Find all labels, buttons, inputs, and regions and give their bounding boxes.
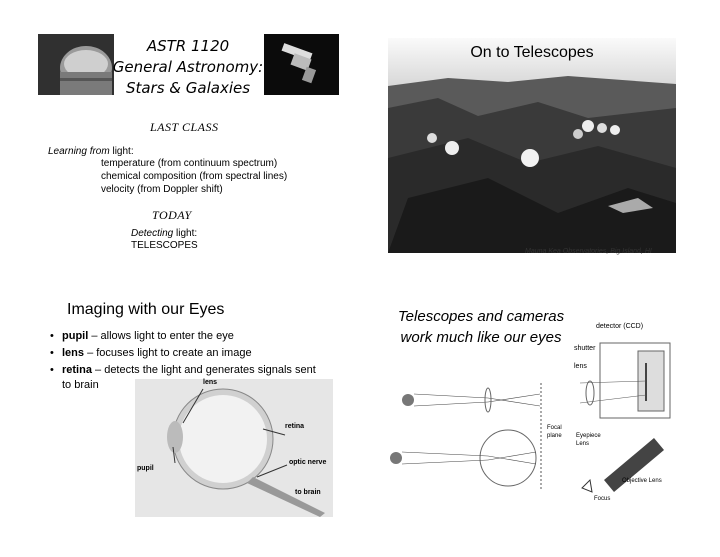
learning-item: chemical composition (from spectral line… — [101, 171, 288, 182]
detecting-line: Detecting light: — [131, 227, 197, 240]
ray-diagrams — [388, 378, 548, 493]
telescope-label-focus: Focus — [594, 496, 611, 502]
camera-label-lens: lens — [574, 363, 587, 370]
slide-1: ASTR 1120 General Astronomy: Stars & Gal… — [0, 0, 360, 278]
slide-title: Telescopes and cameras work much like ou… — [397, 308, 565, 346]
telescope-diagram: Eyepiece Lens Objective Lens Focus — [574, 432, 684, 512]
learning-item: temperature (from continuum spectrum) — [101, 158, 278, 169]
observatory-dome-image — [38, 34, 114, 95]
learning-list: temperature (from continuum spectrum) ch… — [101, 157, 287, 196]
bullet-retina: retina – detects the light and generates… — [48, 363, 318, 393]
mauna-kea-photo — [388, 38, 676, 253]
eye-diagram: lens retina pupil optic nerve to brain — [135, 379, 333, 517]
observatory-photo — [38, 34, 114, 95]
bullet-lens: lens – focuses light to create an image — [48, 346, 318, 361]
learning-item: velocity (from Doppler shift) — [101, 184, 223, 195]
eye-label-lens: lens — [203, 379, 218, 386]
camera-outline — [579, 342, 671, 419]
eye-label-optic-nerve: optic nerve — [289, 459, 327, 466]
eye-cross-section — [167, 388, 325, 517]
camera-label-detector: detector (CCD) — [596, 323, 644, 330]
slide-title: Imaging with our Eyes — [67, 301, 225, 318]
slide-2: On to Telescopes — [388, 38, 676, 253]
camera-label-shutter: shutter — [574, 345, 596, 352]
learning-suffix: light: — [109, 146, 134, 157]
learning-line: Learning from light: — [48, 145, 134, 158]
telescope-label-eyepiece: Eyepiece Lens — [576, 433, 601, 447]
telescopes-label: TELESCOPES — [131, 240, 198, 251]
last-class-heading: LAST CLASS — [150, 120, 219, 134]
slide-title: On to Telescopes — [470, 44, 594, 61]
eye-label-to-brain: to brain — [295, 489, 321, 496]
hubble-photo — [264, 34, 339, 95]
slide-3: Imaging with our Eyes pupil – allows lig… — [0, 278, 360, 557]
hubble-telescope-image — [264, 34, 339, 95]
slide-4: Telescopes and cameras work much like ou… — [360, 278, 720, 557]
detecting-suffix: light: — [173, 228, 198, 239]
refractor-telescope — [581, 438, 664, 493]
camera-diagram: detector (CCD) shutter lens — [570, 323, 680, 428]
eye-label-pupil: pupil — [137, 465, 154, 472]
photo-caption: Mauna Kea Observatories, Big Island, HI — [525, 248, 652, 255]
learning-prefix: Learning from — [48, 146, 110, 157]
eye-label-retina: retina — [285, 423, 305, 430]
detecting-prefix: Detecting — [131, 228, 174, 239]
focal-plane-label: Focal plane — [547, 425, 562, 439]
telescope-label-objective: Objective Lens — [622, 478, 662, 484]
today-heading: TODAY — [152, 208, 192, 222]
slide-title: ASTR 1120 General Astronomy: Stars & Gal… — [112, 37, 264, 97]
ray-trace-lines — [390, 383, 542, 490]
eye-bullet-list: pupil – allows light to enter the eye le… — [48, 329, 318, 395]
bullet-pupil: pupil – allows light to enter the eye — [48, 329, 318, 344]
